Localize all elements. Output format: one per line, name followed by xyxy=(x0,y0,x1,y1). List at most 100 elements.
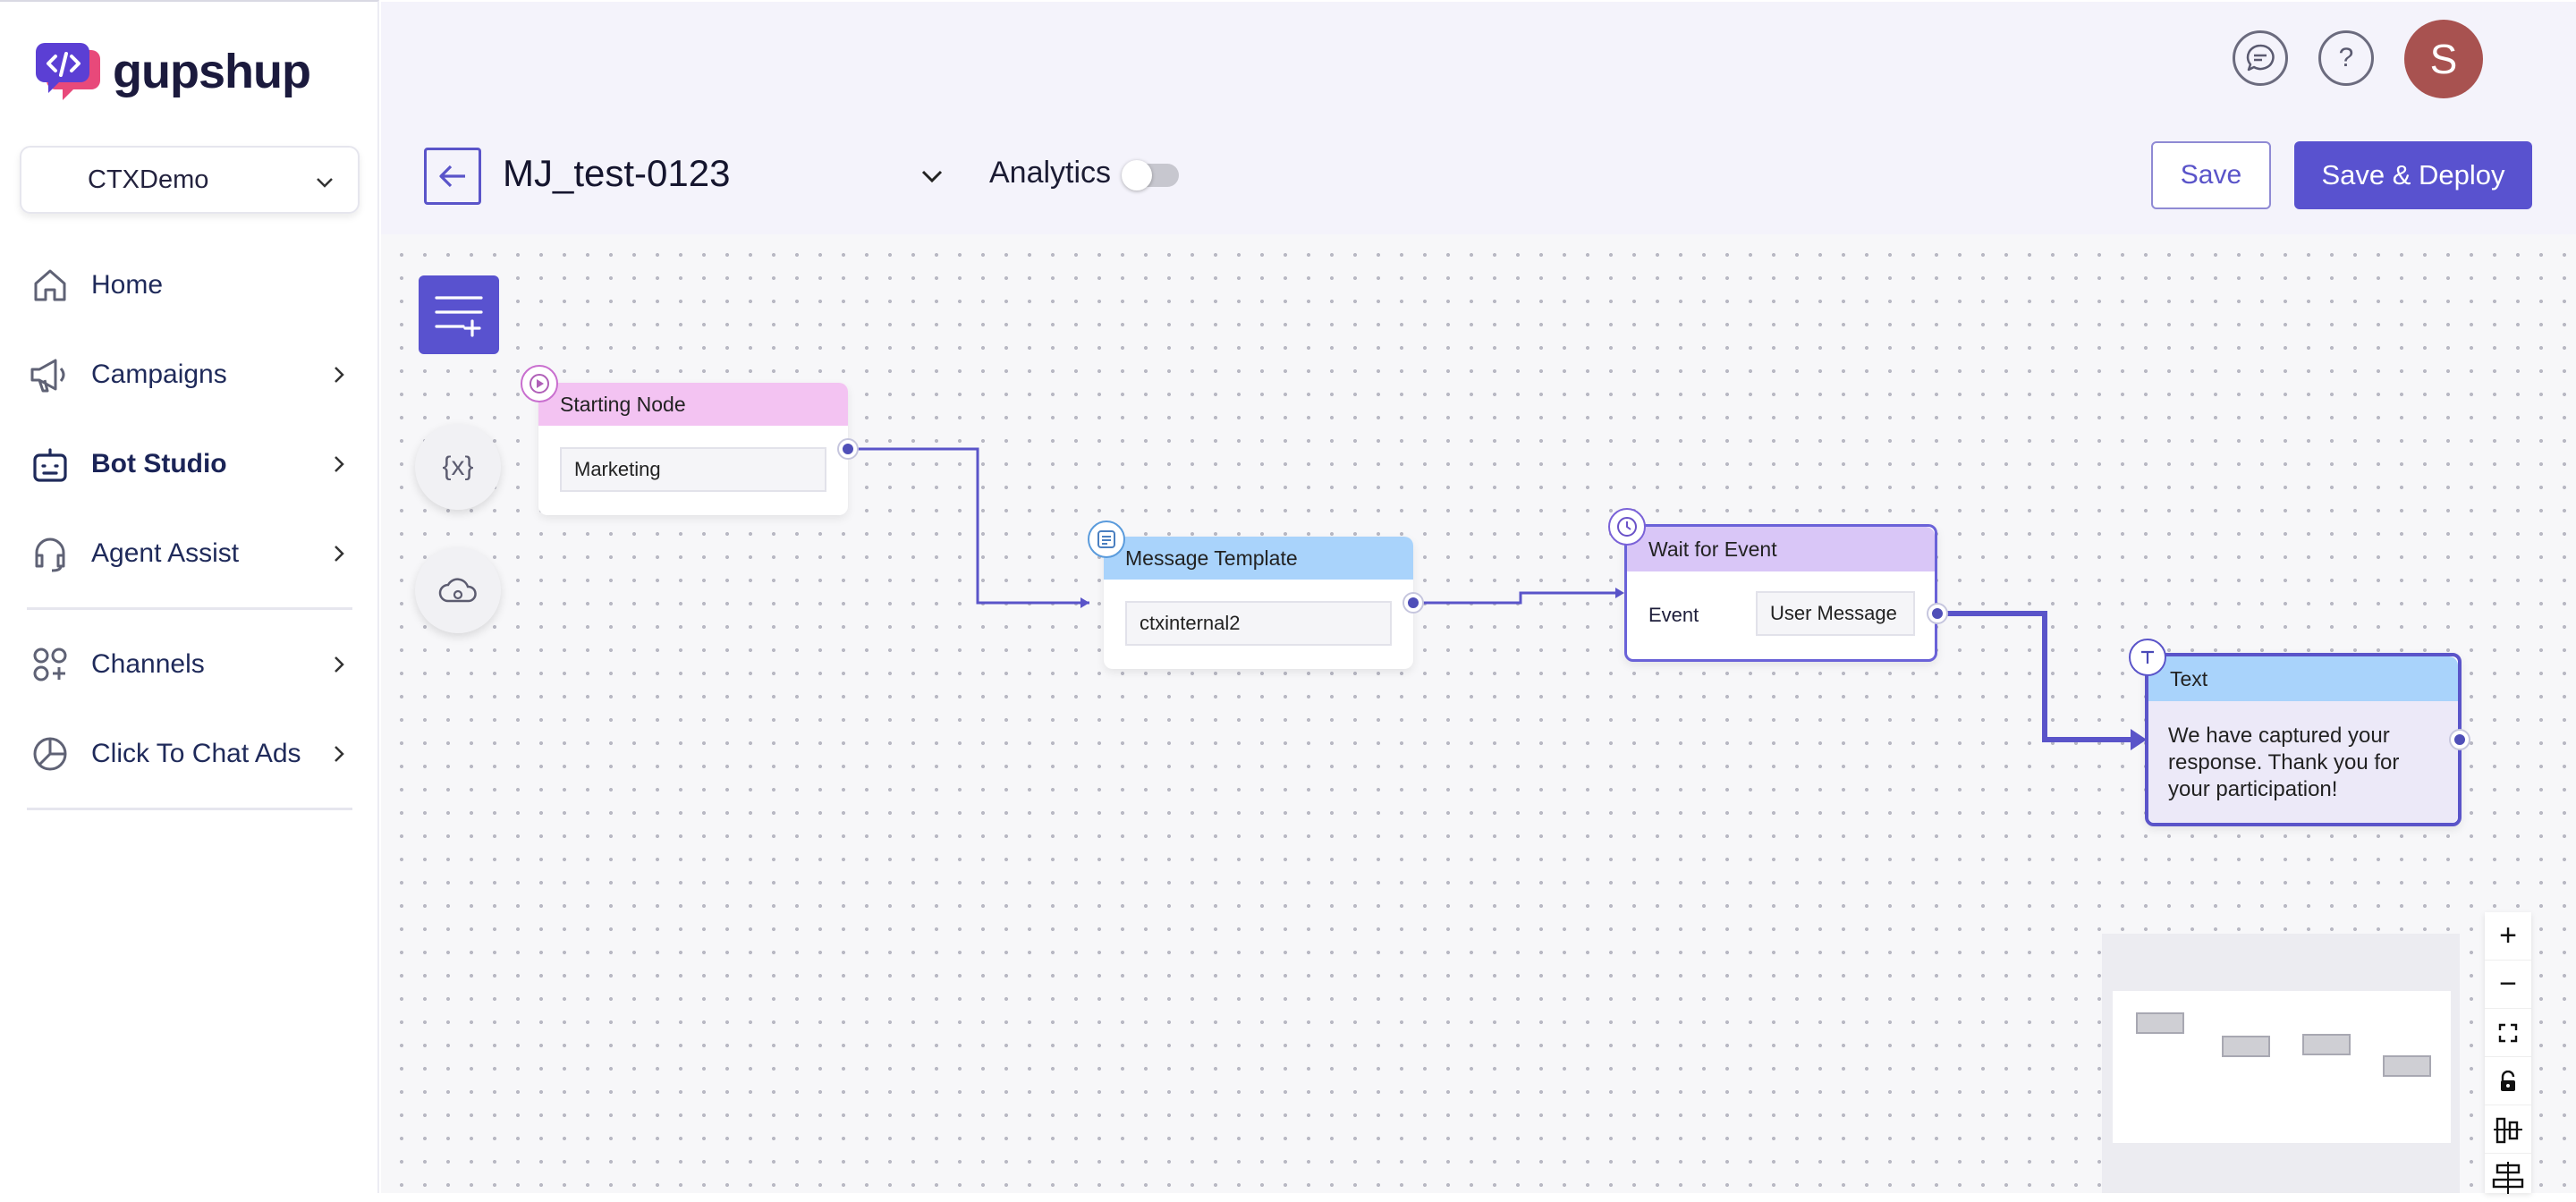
clock-icon xyxy=(1608,508,1646,546)
node-title: Text xyxy=(2170,666,2208,690)
analytics-label: Analytics xyxy=(989,156,1112,190)
node-output-port[interactable] xyxy=(1404,594,1422,612)
menu-plus-icon xyxy=(435,296,483,337)
save-and-deploy-button[interactable]: Save & Deploy xyxy=(2294,141,2532,209)
sidebar-item-label: Home xyxy=(91,270,164,300)
add-node-button[interactable] xyxy=(419,275,499,354)
align-vertical-button[interactable] xyxy=(2485,1154,2531,1202)
node-field[interactable]: ctxinternal2 xyxy=(1125,601,1392,646)
help-icon[interactable]: ? xyxy=(2318,30,2374,86)
workspace-name: CTXDemo xyxy=(88,165,209,194)
save-button[interactable]: Save xyxy=(2151,141,2271,209)
chevron-down-icon xyxy=(317,178,333,188)
node-output-port[interactable] xyxy=(1928,605,1946,622)
arrow-left-icon xyxy=(439,165,465,188)
minimap-viewport xyxy=(2113,991,2451,1143)
lock-button[interactable] xyxy=(2485,1057,2531,1105)
chevron-right-icon xyxy=(335,546,344,562)
node-text[interactable]: Text We have captured your response. Tha… xyxy=(2145,653,2462,826)
edge-template-to-wait xyxy=(1413,591,1617,605)
back-button[interactable] xyxy=(424,148,481,205)
avatar-initial: S xyxy=(2429,36,2458,82)
chevron-right-icon xyxy=(335,746,344,762)
node-starting[interactable]: Starting Node Marketing xyxy=(538,383,848,515)
fullscreen-icon xyxy=(2498,1023,2518,1042)
play-icon xyxy=(521,365,558,402)
node-output-port[interactable] xyxy=(839,440,857,458)
avatar[interactable]: S xyxy=(2404,20,2483,98)
help-glyph: ? xyxy=(2338,43,2354,72)
minimap[interactable] xyxy=(2102,934,2460,1193)
sidebar-item-campaigns[interactable]: Campaigns xyxy=(29,343,351,406)
sidebar-item-label: Channels xyxy=(91,649,205,679)
cloud-settings-button[interactable] xyxy=(415,547,501,633)
plus-icon: + xyxy=(2499,918,2517,952)
home-icon xyxy=(29,264,72,307)
text-body-bg xyxy=(2148,701,2458,823)
brand-name: gupshup xyxy=(113,45,311,98)
minimap-node xyxy=(2222,1036,2270,1057)
toggle-knob xyxy=(1122,160,1152,190)
sidebar-item-label: Agent Assist xyxy=(91,538,240,568)
minus-icon: − xyxy=(2499,967,2517,1001)
sidebar-divider xyxy=(27,607,352,610)
chevron-right-icon xyxy=(335,656,344,673)
zoom-in-button[interactable]: + xyxy=(2485,912,2531,961)
workspace-selector[interactable]: CTXDemo xyxy=(20,146,360,214)
variables-icon: {x} xyxy=(442,452,474,481)
gupshup-logo-icon xyxy=(36,43,100,100)
variables-button[interactable]: {x} xyxy=(415,424,501,510)
edge-arrowhead xyxy=(2131,729,2147,750)
cloud-gear-icon xyxy=(438,578,477,603)
edge-arrowhead xyxy=(1080,597,1089,608)
megaphone-icon xyxy=(29,353,72,396)
sidebar-item-home[interactable]: Home xyxy=(29,254,351,317)
chevron-right-icon xyxy=(335,367,344,383)
text-message[interactable]: We have captured your response. Thank yo… xyxy=(2168,724,2400,801)
minimap-node xyxy=(2383,1055,2431,1077)
pie-chart-icon xyxy=(29,732,72,775)
sidebar-item-click-to-chat-ads[interactable]: Click To Chat Ads xyxy=(29,723,351,785)
brand-logo[interactable]: gupshup xyxy=(36,41,311,102)
minimap-node xyxy=(2136,1012,2184,1034)
chat-icon[interactable] xyxy=(2233,30,2288,86)
node-message-template[interactable]: Message Template ctxinternal2 xyxy=(1104,537,1413,669)
align-horizontal-button[interactable] xyxy=(2485,1105,2531,1154)
event-label: Event xyxy=(1648,604,1699,626)
sidebar-item-channels[interactable]: Channels xyxy=(29,633,351,696)
event-select[interactable]: User Message xyxy=(1756,591,1915,636)
edge-arrowhead xyxy=(1615,588,1624,598)
sidebar-item-label: Campaigns xyxy=(91,360,227,389)
flow-name[interactable]: MJ_test-0123 xyxy=(503,152,731,194)
canvas-controls: + − xyxy=(2485,912,2531,1194)
chevron-right-icon xyxy=(335,456,344,472)
node-header: Starting Node xyxy=(538,383,848,426)
sidebar-item-agent-assist[interactable]: Agent Assist xyxy=(29,522,351,585)
sidebar-item-label: Bot Studio xyxy=(91,449,227,478)
chevron-down-icon[interactable] xyxy=(918,165,946,188)
edge-wait-to-text xyxy=(1937,611,2133,742)
node-field[interactable]: Marketing xyxy=(560,447,826,492)
node-header: Text xyxy=(2148,656,2458,701)
sidebar-item-bot-studio[interactable]: Bot Studio xyxy=(29,433,351,495)
node-header: Wait for Event xyxy=(1627,527,1935,571)
node-title: Message Template xyxy=(1125,546,1298,570)
headset-icon xyxy=(29,532,72,575)
node-title: Wait for Event xyxy=(1648,537,1777,561)
analytics-toggle[interactable] xyxy=(1122,160,1179,190)
minimap-node xyxy=(2302,1034,2351,1055)
node-wait-for-event[interactable]: Wait for Event Event User Message xyxy=(1624,524,1937,662)
zoom-out-button[interactable]: − xyxy=(2485,961,2531,1009)
edge-start-to-template xyxy=(848,447,1089,605)
node-output-port[interactable] xyxy=(2451,731,2469,749)
channels-icon xyxy=(29,643,72,686)
lock-icon xyxy=(2501,1070,2515,1091)
node-header: Message Template xyxy=(1104,537,1413,580)
align-vertical-icon xyxy=(2492,1162,2524,1194)
sidebar-divider xyxy=(27,808,352,810)
bot-icon xyxy=(29,443,72,486)
node-title: Starting Node xyxy=(560,392,686,416)
fit-view-button[interactable] xyxy=(2485,1009,2531,1057)
text-type-icon xyxy=(2129,639,2166,676)
sidebar: gupshup CTXDemo Home Campaigns Bot Studi… xyxy=(0,0,379,1193)
